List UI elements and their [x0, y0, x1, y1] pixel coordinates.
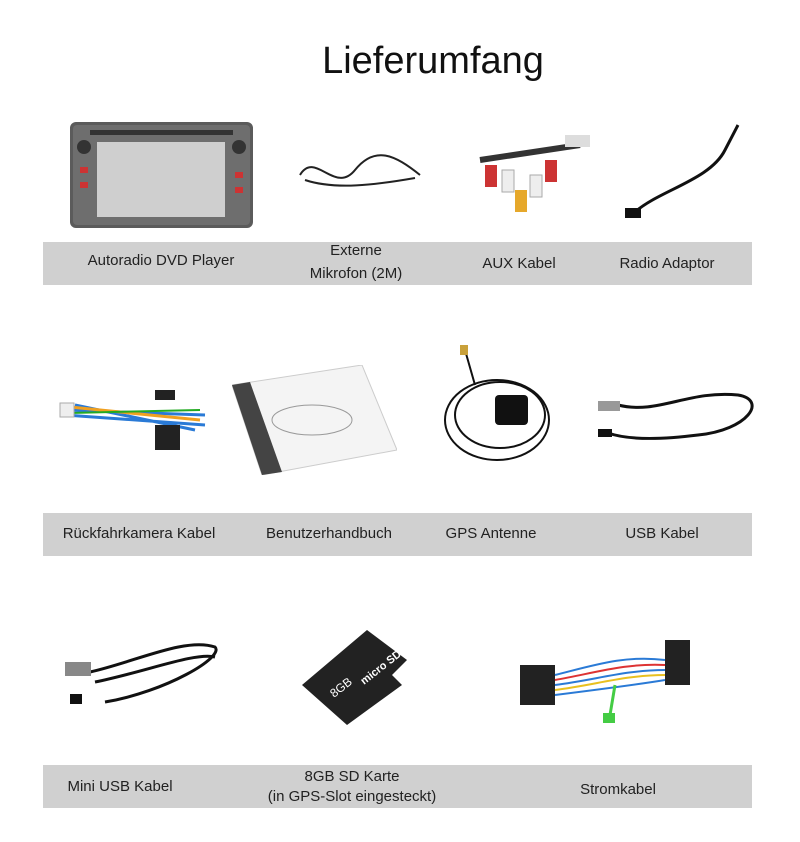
item-label: (in GPS-Slot eingesteckt) [267, 788, 437, 805]
item-label: GPS Antenne [445, 525, 537, 542]
item-label: Radio Adaptor [619, 255, 715, 272]
radio-adapter-image [620, 120, 745, 230]
caption-bar [43, 513, 752, 556]
item-label: Mikrofon (2M) [309, 265, 403, 282]
item-label: Rückfahrkamera Kabel [62, 525, 216, 542]
item-label: Mini USB Kabel [67, 778, 173, 795]
item-label: Externe [330, 242, 382, 259]
microphone-cable-image [295, 150, 425, 200]
usb-cable-image [598, 385, 763, 455]
page-title: Lieferumfang [322, 40, 544, 82]
item-label: Autoradio DVD Player [87, 252, 235, 269]
sd-card-image: 8GB micro SD HC [302, 630, 419, 730]
item-label: Stromkabel [580, 781, 656, 798]
item-label: USB Kabel [625, 525, 699, 542]
item-label: AUX Kabel [482, 255, 556, 272]
manual-image [231, 364, 398, 480]
item-label: Benutzerhandbuch [266, 525, 392, 542]
camera-cable-image [55, 385, 215, 460]
gps-antenna-image [440, 345, 555, 470]
mini-usb-cable-image [65, 632, 225, 717]
caption-bar [43, 765, 752, 808]
power-cable-image [515, 635, 695, 735]
item-label: 8GB SD Karte [304, 768, 400, 785]
aux-cable-image [470, 130, 595, 230]
caption-bar [43, 242, 752, 285]
car-stereo-image [70, 122, 253, 233]
